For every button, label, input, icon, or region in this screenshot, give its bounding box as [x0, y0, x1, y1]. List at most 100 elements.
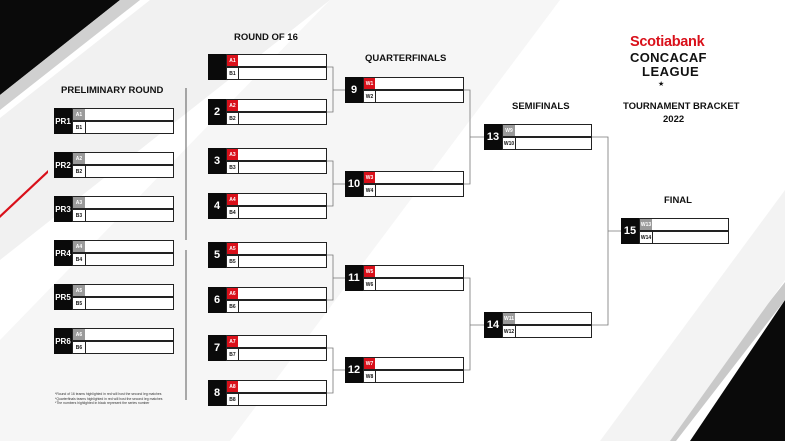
seed-tag: B5	[227, 256, 239, 267]
team-slot-top: W11	[502, 312, 592, 325]
team-slot-bottom: B5	[226, 255, 327, 268]
seed-tag: W5	[364, 266, 375, 277]
seed-tag: B7	[227, 349, 239, 360]
seed-tag: B6	[227, 301, 239, 312]
team-slot-top: A6	[72, 328, 174, 341]
team-slot-bottom: B5	[72, 297, 174, 310]
series-number: 15	[621, 218, 639, 244]
team-slot-top: A4	[226, 193, 327, 206]
series-number: PR2	[54, 152, 72, 178]
team-slot-bottom: W8	[363, 370, 464, 383]
team-slot-bottom: W10	[502, 137, 592, 150]
seed-tag: A2	[227, 100, 238, 111]
team-slot-bottom: B7	[226, 348, 327, 361]
team-slot-bottom: W6	[363, 278, 464, 291]
seed-tag: W3	[364, 172, 375, 183]
seed-tag: B2	[227, 113, 239, 124]
team-slot-bottom: B1	[226, 67, 327, 80]
seed-tag: W14	[640, 232, 653, 243]
seed-tag: A4	[227, 194, 238, 205]
footnote: *The numbers highlighted in black repres…	[55, 401, 150, 406]
concacaf-logo-text: CONCACAF	[630, 50, 707, 65]
series-number: 13	[484, 124, 502, 150]
seed-tag: A5	[227, 243, 238, 254]
seed-tag: W13	[640, 219, 652, 230]
seed-tag: A6	[227, 288, 238, 299]
team-slot-bottom: W14	[639, 231, 729, 244]
team-slot-top: W9	[502, 124, 592, 137]
seed-tag: B6	[73, 342, 86, 353]
seed-tag: B1	[227, 68, 239, 79]
series-number: 10	[345, 171, 363, 197]
header-preliminary-round: PRELIMINARY ROUND	[61, 85, 164, 96]
seed-tag: W4	[364, 185, 376, 196]
seed-tag: A5	[73, 285, 85, 296]
seed-tag: W11	[503, 313, 515, 324]
series-number: 9	[345, 77, 363, 103]
team-slot-top: A1	[226, 54, 327, 67]
series-number: PR1	[54, 108, 72, 134]
header-final: FINAL	[664, 195, 692, 206]
seed-tag: B5	[73, 298, 86, 309]
seed-tag: B2	[73, 166, 86, 177]
team-slot-top: A8	[226, 380, 327, 393]
team-slot-bottom: B8	[226, 393, 327, 406]
team-slot-top: A7	[226, 335, 327, 348]
footnote: *Round of 16 teams highlighted in red wi…	[55, 392, 162, 396]
star-icon: ★	[658, 81, 665, 88]
series-number: 12	[345, 357, 363, 383]
seed-tag: B1	[73, 122, 86, 133]
team-slot-bottom: B6	[72, 341, 174, 354]
team-slot-bottom: B4	[226, 206, 327, 219]
team-slot-bottom: W12	[502, 325, 592, 338]
seed-tag: B8	[227, 394, 239, 405]
seed-tag: W6	[364, 279, 376, 290]
seed-tag: A7	[227, 336, 238, 347]
team-slot-bottom: B2	[226, 112, 327, 125]
team-slot-top: A3	[72, 196, 174, 209]
team-slot-bottom: B4	[72, 253, 174, 266]
tournament-bracket-title: TOURNAMENT BRACKET	[623, 101, 740, 112]
series-number: 7	[208, 335, 226, 361]
footnote: *Quarterfinals teams highlighted in red …	[55, 396, 163, 401]
team-slot-bottom: B3	[226, 161, 327, 174]
seed-tag: B3	[73, 210, 86, 221]
seed-tag: W8	[364, 371, 376, 382]
bracket-year: 2022	[663, 114, 685, 125]
seed-tag: A8	[227, 381, 238, 392]
series-number: 11	[345, 265, 363, 291]
series-number	[208, 54, 226, 80]
series-number: 2	[208, 99, 226, 125]
team-slot-bottom: B6	[226, 300, 327, 313]
series-number: 14	[484, 312, 502, 338]
team-slot-top: W1	[363, 77, 464, 90]
team-slot-top: W3	[363, 171, 464, 184]
seed-tag: B3	[227, 162, 239, 173]
team-slot-top: A2	[226, 99, 327, 112]
series-number: PR4	[54, 240, 72, 266]
team-slot-top: A4	[72, 240, 174, 253]
series-number: PR5	[54, 284, 72, 310]
seed-tag: B4	[227, 207, 239, 218]
seed-tag: W1	[364, 78, 375, 89]
series-number: 5	[208, 242, 226, 268]
seed-tag: A3	[73, 197, 85, 208]
seed-tag: W9	[503, 125, 515, 136]
team-slot-top: W13	[639, 218, 729, 231]
header-semifinals: SEMIFINALS	[512, 101, 570, 112]
league-logo-text: LEAGUE	[642, 64, 700, 79]
seed-tag: W2	[364, 91, 376, 102]
series-number: PR3	[54, 196, 72, 222]
